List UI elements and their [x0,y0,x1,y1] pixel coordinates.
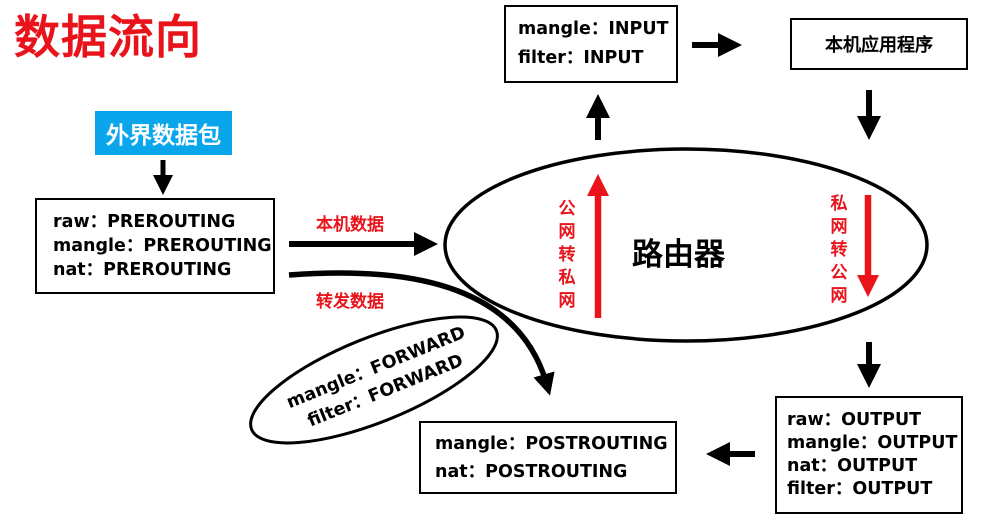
local-data-label: 本机数据 [316,215,384,235]
public-to-private-label: 公 网 转 私 网 [557,198,577,313]
private-to-public-label: 私 网 转 公 网 [829,193,849,308]
router-ellipse [443,147,929,343]
vertical-char: 网 [558,291,576,311]
prerouting-line: nat：PREROUTING [53,260,232,280]
vertical-char: 网 [830,217,848,237]
vertical-char: 私 [558,268,576,288]
vertical-char: 私 [830,194,848,214]
local-app-label: 本机应用程序 [825,35,933,56]
arrow-forward-data [288,270,555,396]
input-line: filter：INPUT [518,48,644,68]
router-label: 路由器 [632,237,725,273]
vertical-char: 公 [830,263,848,283]
output-line: mangle：OUTPUT [787,433,958,453]
prerouting-box: raw：PREROUTING mangle：PREROUTING nat：PRE… [35,198,275,294]
vertical-char: 公 [558,199,576,219]
prerouting-line: mangle：PREROUTING [53,236,272,256]
vertical-char: 网 [558,222,576,242]
output-line: filter：OUTPUT [787,479,933,499]
input-box: mangle：INPUT filter：INPUT [504,5,678,83]
vertical-char: 转 [830,240,848,260]
output-line: nat：OUTPUT [787,456,918,476]
vertical-char: 转 [558,245,576,265]
input-line: mangle：INPUT [518,19,669,39]
local-app-box: 本机应用程序 [790,18,968,70]
postrouting-line: mangle：POSTROUTING [435,433,668,454]
prerouting-line: raw：PREROUTING [53,212,236,232]
output-line: raw：OUTPUT [787,410,922,430]
page-title: 数据流向 [14,10,202,64]
external-packet-badge: 外界数据包 [95,111,232,155]
vertical-char: 网 [830,286,848,306]
postrouting-box: mangle：POSTROUTING nat：POSTROUTING [419,421,677,494]
output-box: raw：OUTPUT mangle：OUTPUT nat：OUTPUT filt… [775,396,963,514]
forward-ellipse [249,315,499,445]
forward-data-label: 转发数据 [316,292,384,312]
postrouting-line: nat：POSTROUTING [435,461,628,482]
